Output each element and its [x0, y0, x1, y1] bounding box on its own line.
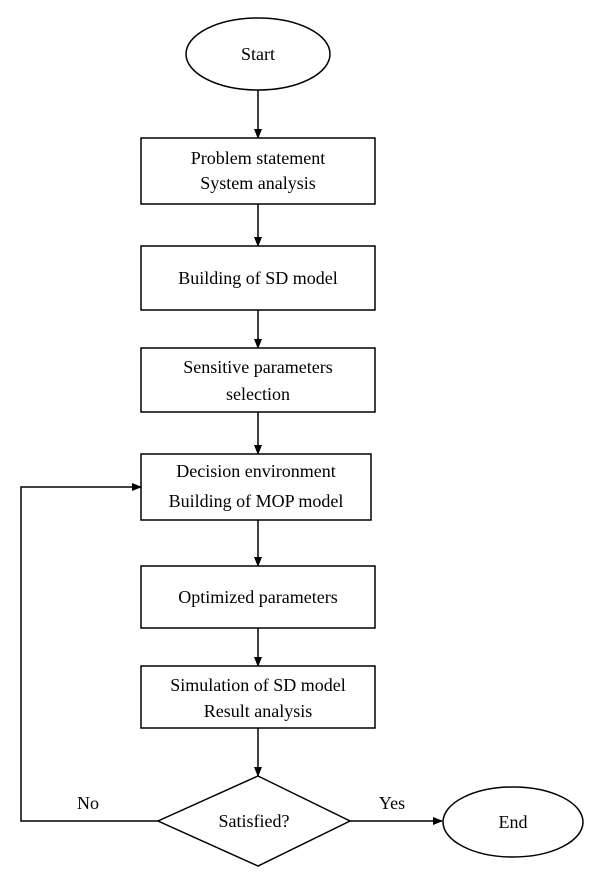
start-node: Start — [185, 17, 331, 91]
yes-label: Yes — [379, 793, 405, 813]
step-building-sd-model: Building of SD model — [140, 245, 376, 311]
step-optimized-parameters: Optimized parameters — [140, 565, 376, 629]
step6-line2: Result analysis — [204, 701, 313, 721]
step1-line2: System analysis — [200, 173, 316, 193]
start-label: Start — [241, 44, 275, 64]
step3-line1: Sensitive parameters — [183, 357, 332, 377]
decision-satisfied: Satisfied? — [156, 775, 352, 867]
step-simulation-sd-model: Simulation of SD model Result analysis — [140, 665, 376, 729]
decision-label: Satisfied? — [219, 811, 290, 831]
step1-line1: Problem statement — [191, 148, 325, 168]
step-decision-environment: Decision environment Building of MOP mod… — [140, 453, 372, 521]
step4-line2: Building of MOP model — [169, 491, 344, 511]
step6-line1: Simulation of SD model — [170, 675, 346, 695]
step2-line1: Building of SD model — [178, 268, 338, 288]
end-node: End — [442, 786, 584, 858]
arrow-no-loop-back — [20, 483, 158, 822]
step-problem-statement: Problem statement System analysis — [140, 137, 376, 205]
end-label: End — [499, 812, 528, 832]
step4-line1: Decision environment — [176, 461, 335, 481]
step3-line2: selection — [226, 384, 290, 404]
step5-line1: Optimized parameters — [178, 587, 337, 607]
step-sensitive-parameters: Sensitive parameters selection — [140, 347, 376, 413]
no-label: No — [77, 793, 99, 813]
